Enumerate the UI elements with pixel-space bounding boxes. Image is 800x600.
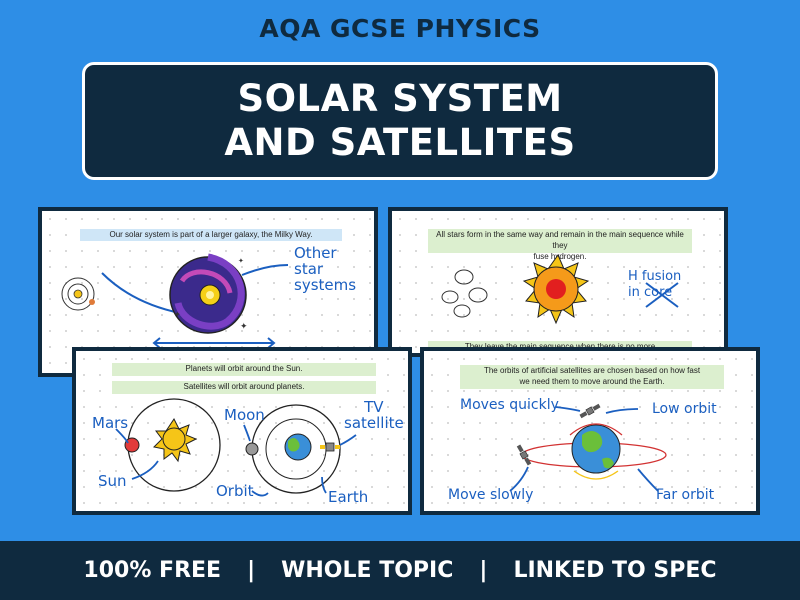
move-slowly-label: Move slowly (448, 487, 534, 503)
caption-line: All stars form in the same way and remai… (436, 230, 684, 250)
feature-free: 100% FREE (83, 558, 222, 583)
h-fusion-label: H fusion in core (628, 269, 681, 301)
sun-label: Sun (98, 472, 127, 490)
star-illustration (441, 253, 679, 325)
label-line: H fusion (628, 269, 682, 284)
course-subtitle: AQA GCSE PHYSICS (259, 14, 541, 43)
earth-label: Earth (328, 488, 369, 506)
title-line-2: AND SATELLITES (224, 121, 576, 164)
far-orbit-label: Far orbit (656, 487, 715, 503)
features-bar: 100% FREE | WHOLE TOPIC | LINKED TO SPEC (0, 541, 800, 600)
title-banner: SOLAR SYSTEM AND SATELLITES (82, 62, 718, 180)
caption-line: fuse hydrogen. (533, 252, 587, 261)
slide-stars: All stars form in the same way and remai… (388, 207, 728, 357)
label-line: TV (364, 398, 384, 416)
galaxy-illustration: ✦ ✦ ✦ (61, 253, 289, 349)
slide-galaxy: Our solar system is part of a larger gal… (38, 207, 378, 377)
slide-caption: Our solar system is part of a larger gal… (80, 229, 342, 241)
slide-orbits: Planets will orbit around the Sun. Satel… (72, 347, 412, 515)
label-line: star (294, 260, 324, 278)
separator: | (247, 558, 256, 583)
orbits-illustration (115, 398, 357, 497)
moves-quickly-label: Moves quickly (460, 397, 559, 413)
label-line: in core (628, 285, 673, 300)
low-orbit-label: Low orbit (652, 401, 717, 417)
svg-text:✦: ✦ (240, 322, 248, 332)
slide-caption: The orbits of artificial satellites are … (460, 365, 724, 389)
feature-linked-to-spec: LINKED TO SPEC (513, 558, 717, 583)
mars-label: Mars (92, 414, 129, 432)
label-line: systems (294, 276, 357, 294)
slide-caption: All stars form in the same way and remai… (428, 229, 692, 261)
moon-label: Moon (224, 406, 265, 424)
tv-satellite-label: TV satellite (344, 399, 404, 431)
title-line-1: SOLAR SYSTEM (237, 77, 563, 120)
orbit-label: Orbit (216, 482, 254, 500)
satellite-orbits-illustration (509, 403, 667, 492)
slide-caption: Planets will orbit around the Sun. (112, 363, 376, 376)
other-star-systems-label: Other star systems (294, 245, 356, 293)
label-line: satellite (344, 414, 404, 432)
svg-text:✦: ✦ (238, 257, 244, 265)
feature-whole-topic: WHOLE TOPIC (281, 558, 454, 583)
label-line: Other (294, 244, 337, 262)
caption-line: The orbits of artificial satellites are … (483, 366, 701, 375)
svg-text:✦: ✦ (174, 310, 181, 319)
separator: | (479, 558, 488, 583)
slide-caption: Satellites will orbit around planets. (112, 381, 376, 394)
slide-artificial-satellites: The orbits of artificial satellites are … (420, 347, 760, 515)
caption-line: we need them to move around the Earth. (519, 377, 665, 386)
